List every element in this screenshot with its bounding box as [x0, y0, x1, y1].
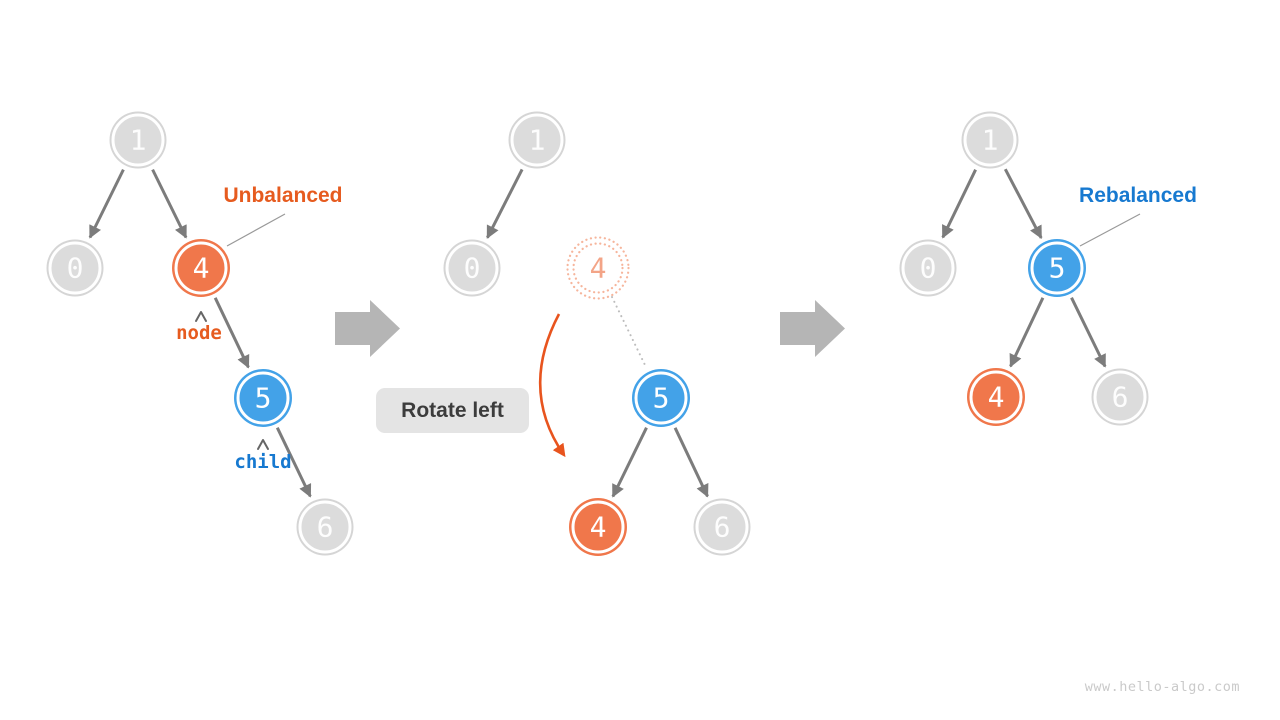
edge-5-to-4	[611, 427, 648, 498]
child-pointer-label: child	[234, 451, 292, 473]
rotating-pivot-node: 5	[634, 371, 688, 425]
before-unbalanced-node: 4	[174, 241, 228, 295]
before-root-node: 1	[111, 113, 165, 167]
after-left-node: 0	[901, 241, 955, 295]
watermark: www.hello-algo.com	[1084, 679, 1240, 695]
after-right-node: 6	[1093, 370, 1147, 424]
before-left-node: 0	[48, 241, 102, 295]
edge-1-to-5	[1003, 168, 1043, 240]
rotate-left-badge: Rotate left	[376, 388, 529, 433]
rotating-moved-node: 4	[571, 500, 625, 554]
rebalanced-label: Rebalanced	[1079, 184, 1197, 207]
edge-5-to-6	[275, 427, 312, 498]
child-pointer-caret-icon	[257, 439, 269, 450]
before-child-node: 5	[236, 371, 290, 425]
edge-1-to-4	[151, 168, 188, 239]
after-moved-node: 4	[969, 370, 1023, 424]
edge-5-to-4	[1009, 297, 1045, 368]
unbalanced-label: Unbalanced	[223, 184, 343, 207]
edge-5-to-6	[1070, 297, 1107, 368]
rotating-root-node: 1	[510, 113, 564, 167]
node-pointer-label: node	[176, 322, 222, 344]
edge-1-to-0	[88, 168, 125, 239]
rotating-right-node: 6	[695, 500, 749, 554]
before-grandchild-node: 6	[298, 500, 352, 554]
ghost-connector-dotted-line	[611, 296, 648, 370]
edge-1-to-0	[941, 169, 977, 239]
ghost-node-rings	[566, 236, 630, 300]
rotation-curved-arrow	[538, 313, 566, 458]
unbalanced-leader-line	[226, 213, 286, 247]
rebalanced-leader-line	[1079, 213, 1141, 247]
step-arrow-icon	[780, 300, 845, 357]
step-arrow-icon	[335, 300, 400, 357]
rotating-tree-edges	[486, 168, 709, 498]
ghost-outer-ring	[566, 236, 630, 300]
rotating-ghost-node: 4	[589, 251, 607, 284]
after-rebalanced-node: 5	[1030, 241, 1084, 295]
edge-4-to-5	[213, 297, 250, 369]
ghost-inner-ring	[572, 242, 624, 294]
edge-5-to-6	[673, 427, 709, 498]
node-pointer-caret-icon	[195, 311, 207, 322]
after-tree-edges	[941, 168, 1107, 368]
before-tree-edges	[88, 168, 312, 498]
edge-1-to-0	[486, 168, 524, 239]
rotating-left-node: 0	[445, 241, 499, 295]
after-root-node: 1	[963, 113, 1017, 167]
